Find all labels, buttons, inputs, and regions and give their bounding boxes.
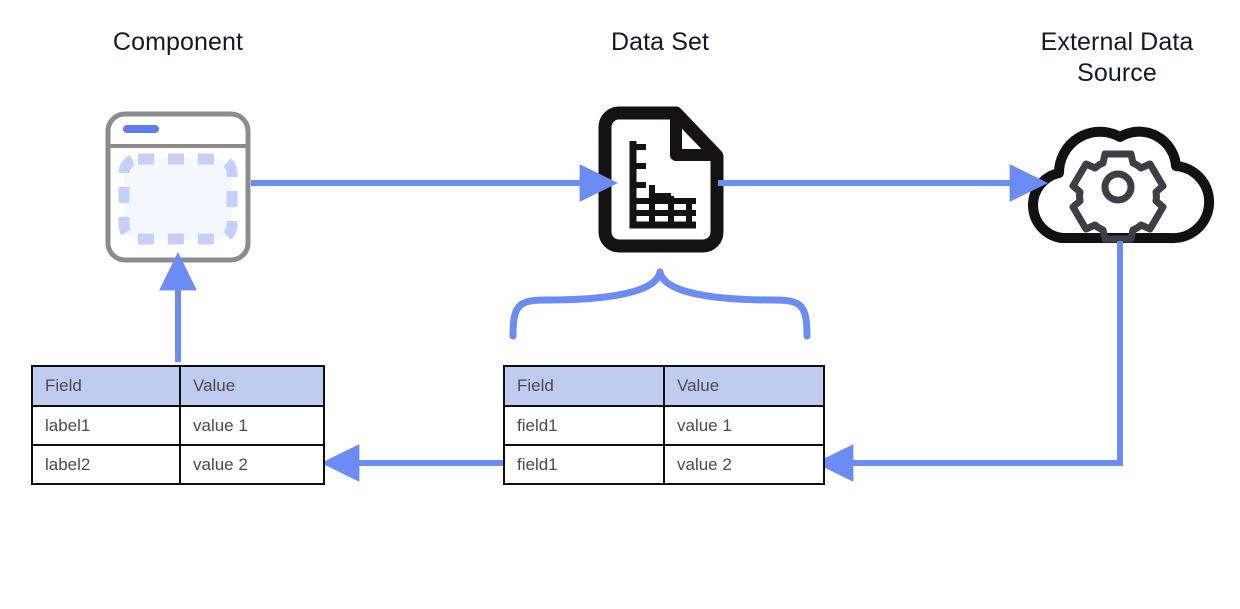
component-window-icon — [105, 111, 251, 263]
table-row[interactable]: field1 value 2 — [503, 444, 825, 485]
column-header-field: Field — [503, 365, 665, 407]
cell-value: value 2 — [179, 444, 325, 485]
curly-brace-up-icon — [509, 268, 811, 340]
table-header-row: Field Value — [503, 365, 825, 407]
cell-field: field1 — [503, 444, 665, 485]
data-document-icon — [598, 106, 724, 253]
table-row[interactable]: label1 value 1 — [31, 405, 325, 446]
gear-icon — [1069, 150, 1167, 243]
cell-value: value 1 — [663, 405, 825, 446]
table-row[interactable]: field1 value 1 — [503, 405, 825, 446]
table-row[interactable]: label2 value 2 — [31, 444, 325, 485]
column-header-value: Value — [663, 365, 825, 407]
component-field-value-table[interactable]: Field Value label1 value 1 label2 value … — [31, 365, 325, 485]
cell-field: field1 — [503, 405, 665, 446]
node-title-external-data-source: External Data Source — [1040, 28, 1194, 87]
cell-value: value 2 — [663, 444, 825, 485]
column-header-field: Field — [31, 365, 181, 407]
node-title-dataset: Data Set — [610, 28, 710, 56]
cell-field: label1 — [31, 405, 181, 446]
node-title-component: Component — [112, 28, 244, 56]
column-header-value: Value — [179, 365, 325, 407]
cloud-gear-icon — [1028, 126, 1215, 244]
dataset-field-value-table[interactable]: Field Value field1 value 1 field1 value … — [503, 365, 825, 485]
arrow-external-to-dataset-table — [815, 241, 1123, 482]
cell-value: value 1 — [179, 405, 325, 446]
cell-field: label2 — [31, 444, 181, 485]
table-header-row: Field Value — [31, 365, 325, 407]
